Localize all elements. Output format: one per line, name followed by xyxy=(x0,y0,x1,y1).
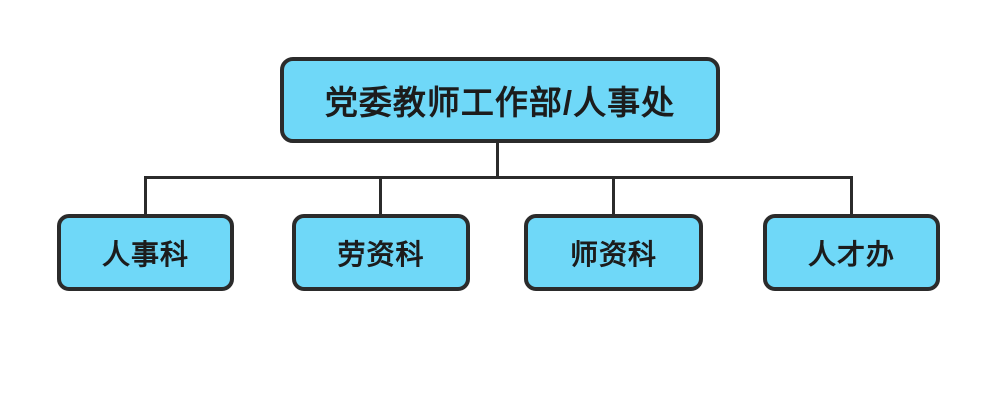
org-node-laozike[interactable]: 劳资科 xyxy=(292,214,470,291)
org-node-label: 人事科 xyxy=(101,238,189,270)
connector-drop-shizike xyxy=(612,176,615,214)
org-node-shizike[interactable]: 师资科 xyxy=(524,214,703,291)
connector-root-stem xyxy=(496,143,499,179)
org-node-renshike[interactable]: 人事科 xyxy=(57,214,234,291)
connector-drop-laozike xyxy=(379,176,382,214)
connector-horizontal-bar xyxy=(144,176,853,179)
org-node-label: 劳资科 xyxy=(337,238,425,270)
org-node-label: 师资科 xyxy=(569,238,657,270)
org-node-rencaiban[interactable]: 人才办 xyxy=(763,214,940,291)
org-node-root[interactable]: 党委教师工作部/人事处 xyxy=(280,57,720,143)
org-node-root-label: 党委教师工作部/人事处 xyxy=(324,84,676,121)
org-node-label: 人才办 xyxy=(807,238,895,270)
connector-drop-rencaiban xyxy=(850,176,853,214)
connector-drop-renshike xyxy=(144,176,147,214)
